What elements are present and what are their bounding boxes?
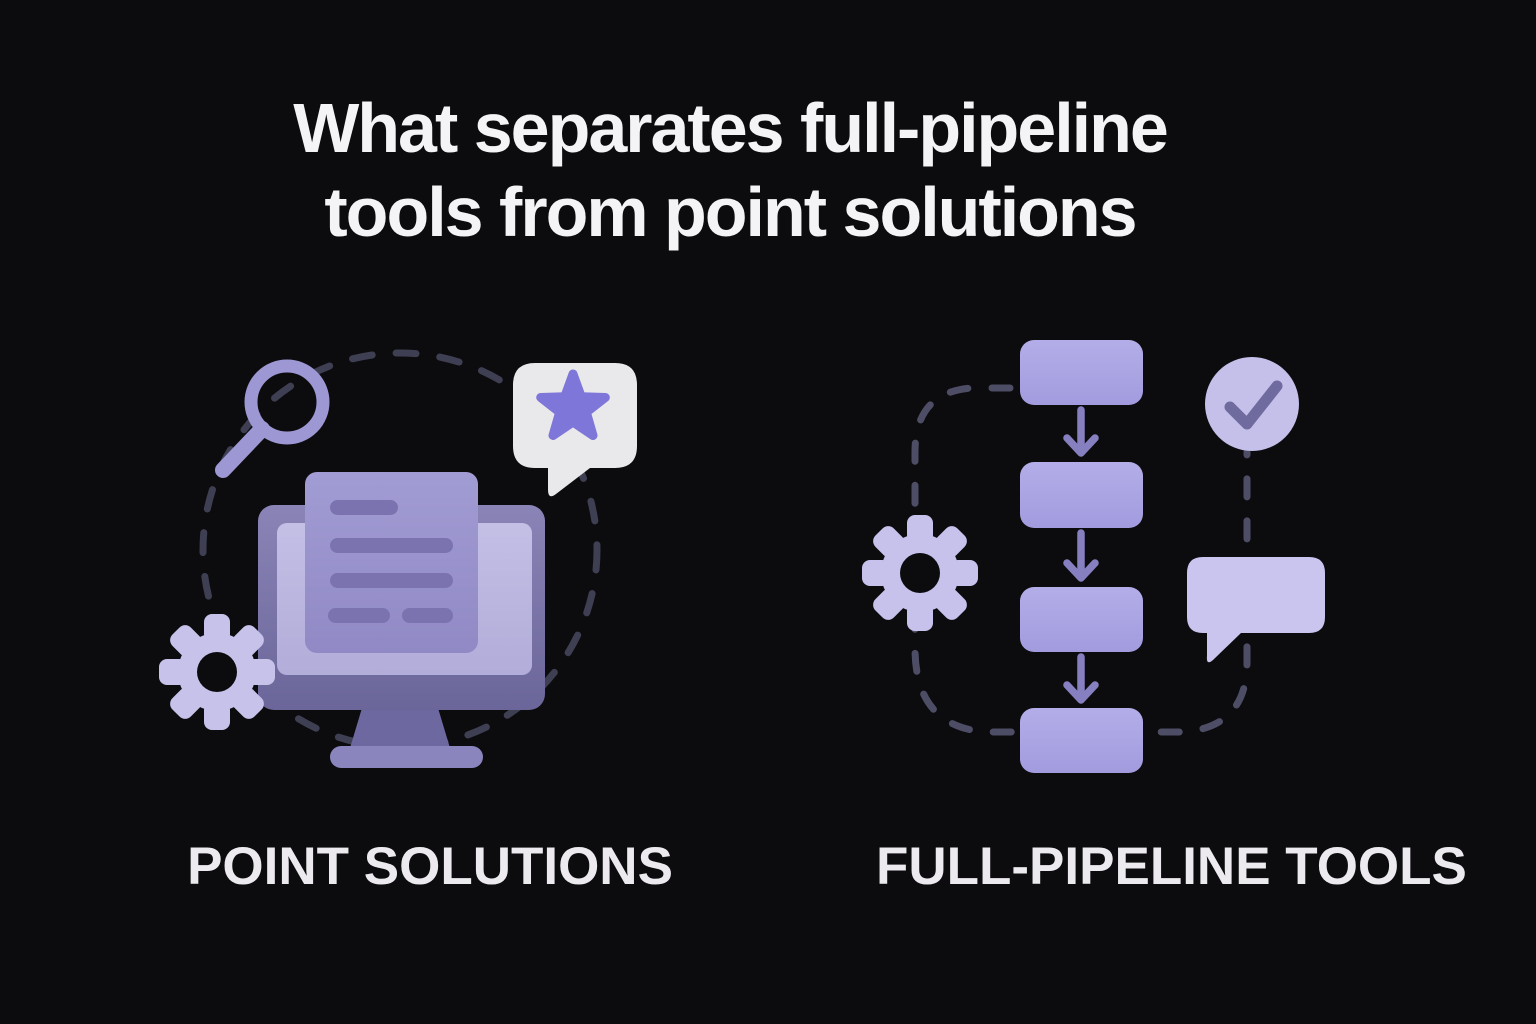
magnifying-glass-icon (215, 359, 330, 478)
flow-arrow-1 (1063, 406, 1099, 457)
monitor-base (330, 746, 483, 768)
star-icon (536, 369, 610, 440)
check-circle-icon (1205, 357, 1299, 451)
chat-bubble-icon (1187, 557, 1325, 663)
document-text-lines (328, 500, 453, 623)
review-bubble-icon (513, 363, 637, 497)
page-title-line-2: tools from point solutions (324, 173, 1137, 251)
page-title-line-1: What separates full-pipeline (293, 89, 1169, 167)
flowchart-icon (1020, 340, 1143, 773)
gear-icon (159, 614, 275, 730)
gear-icon (862, 515, 978, 631)
flow-arrow-3 (1063, 653, 1099, 704)
flow-arrow-2 (1063, 529, 1099, 582)
caption-point-solutions: POINT SOLUTIONS (187, 837, 673, 896)
dashed-loop-path (911, 384, 1251, 736)
flow-step-box-4 (1020, 708, 1143, 773)
flow-step-box-3 (1020, 587, 1143, 652)
full-pipeline-illustration (862, 340, 1325, 773)
flow-step-box-2 (1020, 462, 1143, 528)
flow-step-box-1 (1020, 340, 1143, 405)
point-solutions-illustration (159, 349, 637, 768)
page-title: What separates full-pipeline tools from … (0, 86, 1460, 254)
document-icon (305, 472, 478, 653)
caption-full-pipeline-tools: FULL-PIPELINE TOOLS (876, 837, 1467, 896)
monitor-stand (350, 708, 450, 748)
